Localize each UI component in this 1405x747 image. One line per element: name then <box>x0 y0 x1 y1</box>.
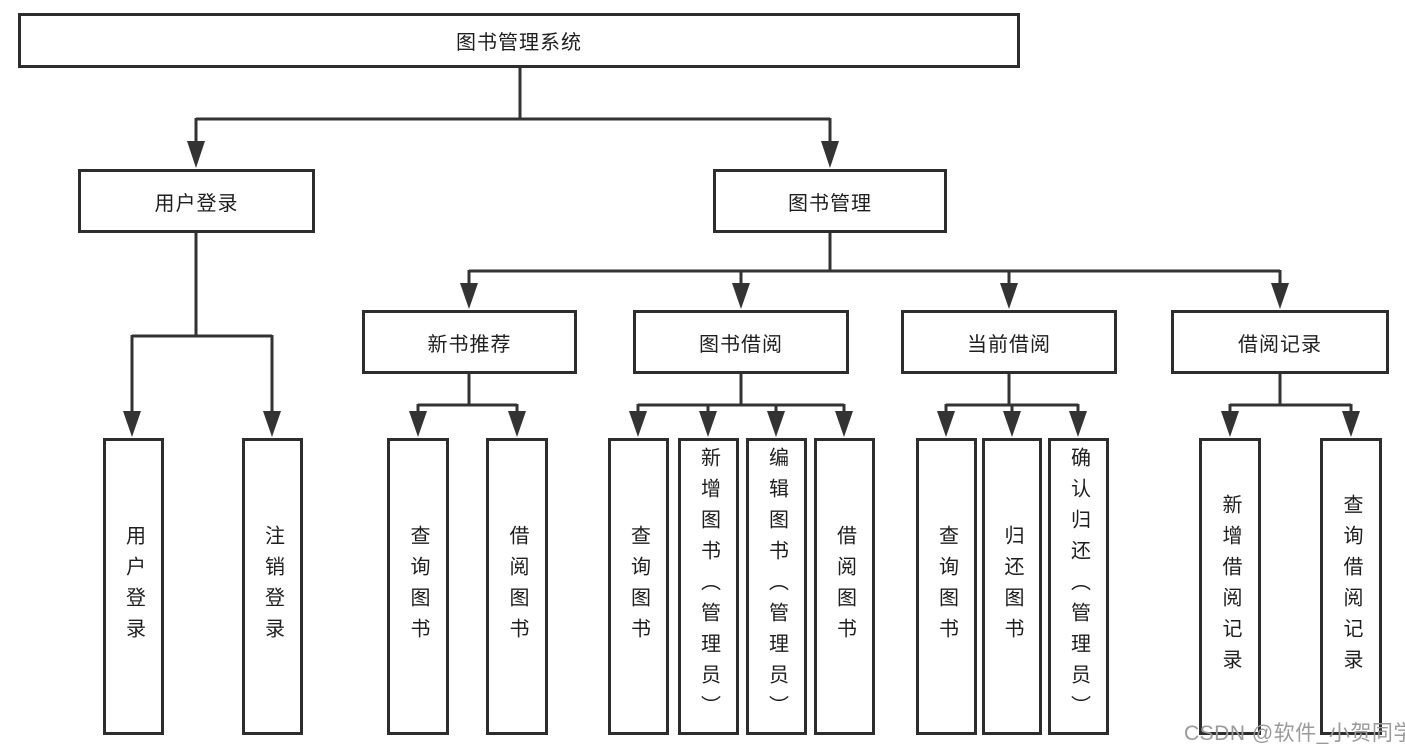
leaf-query-books-borrow-label: 查询图书 <box>627 524 650 649</box>
leaf-query-books-recommend-label: 查询图书 <box>407 524 429 649</box>
leaf-user-login-label: 用户登录 <box>122 524 145 649</box>
node-book-borrow-label: 图书借阅 <box>699 333 783 356</box>
node-current-borrow-label: 当前借阅 <box>967 333 1051 356</box>
leaf-query-borrow-record-label: 查询借阅记录 <box>1340 493 1362 680</box>
node-borrow-records-label: 借阅记录 <box>1238 333 1322 356</box>
node-user-login: 用户登录 <box>78 169 315 233</box>
leaf-borrow-books-label: 借阅图书 <box>833 524 856 649</box>
leaf-add-borrow-record-label: 新增借阅记录 <box>1219 493 1241 680</box>
leaf-confirm-return-admin: 确认归还（管理员） <box>1048 438 1109 735</box>
leaf-borrow-books: 借阅图书 <box>814 438 875 735</box>
leaf-return-books: 归还图书 <box>982 438 1042 735</box>
node-library-system-label: 图书管理系统 <box>456 32 582 54</box>
leaf-borrow-books-recommend: 借阅图书 <box>486 438 548 735</box>
node-user-login-label: 用户登录 <box>154 192 239 215</box>
leaf-user-login: 用户登录 <box>103 438 164 735</box>
node-new-book-recommend: 新书推荐 <box>362 310 577 374</box>
node-book-borrow: 图书借阅 <box>633 310 849 374</box>
csdn-watermark: CSDN @软件_小贺同学 <box>1184 722 1405 745</box>
node-current-borrow: 当前借阅 <box>901 310 1117 374</box>
leaf-return-books-label: 归还图书 <box>1001 524 1023 649</box>
leaf-logout-login: 注销登录 <box>242 438 303 735</box>
node-book-management-label: 图书管理 <box>788 192 872 215</box>
node-new-book-recommend-label: 新书推荐 <box>427 333 512 356</box>
leaf-edit-books-admin-label: 编辑图书（管理员） <box>765 447 788 726</box>
leaf-logout-login-label: 注销登录 <box>261 524 284 649</box>
node-library-system: 图书管理系统 <box>18 13 1020 68</box>
leaf-query-books-borrow: 查询图书 <box>608 438 669 735</box>
leaf-add-borrow-record: 新增借阅记录 <box>1199 438 1261 735</box>
node-borrow-records: 借阅记录 <box>1171 310 1389 374</box>
leaf-confirm-return-admin-label: 确认归还（管理员） <box>1067 447 1090 726</box>
leaf-borrow-books-recommend-label: 借阅图书 <box>506 524 528 649</box>
node-book-management: 图书管理 <box>713 169 947 233</box>
leaf-add-books-admin-label: 新增图书（管理员） <box>697 447 720 726</box>
leaf-query-books-current: 查询图书 <box>916 438 977 735</box>
leaf-query-borrow-record: 查询借阅记录 <box>1320 438 1382 735</box>
leaf-add-books-admin: 新增图书（管理员） <box>678 438 739 735</box>
leaf-query-books-recommend: 查询图书 <box>387 438 449 735</box>
leaf-edit-books-admin: 编辑图书（管理员） <box>746 438 807 735</box>
leaf-query-books-current-label: 查询图书 <box>935 524 958 649</box>
